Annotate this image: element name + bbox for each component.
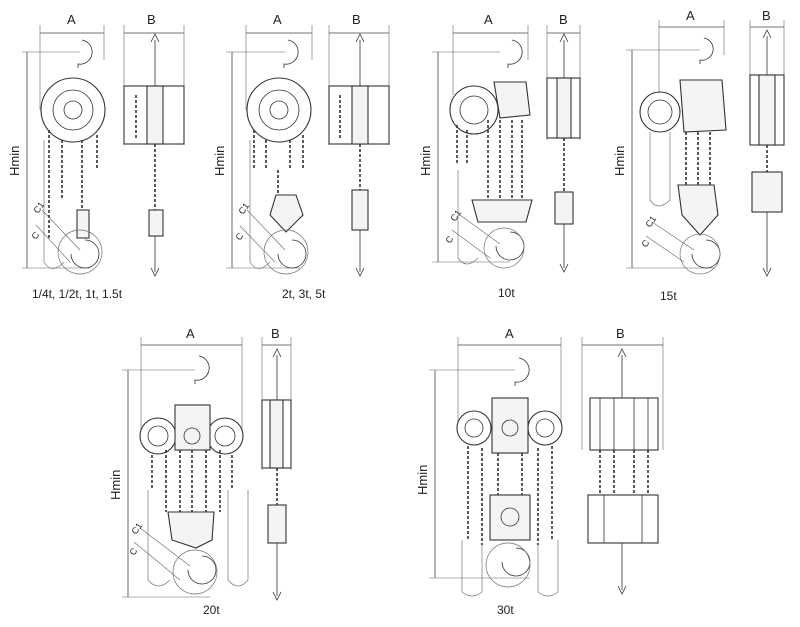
figure-4-dim-c: C bbox=[639, 238, 651, 249]
figure-6-dim-b: B bbox=[616, 326, 625, 341]
figure-4-dim-a: A bbox=[686, 8, 695, 23]
figure-2-dim-b: B bbox=[352, 12, 361, 27]
figure-3-dim-c: C bbox=[443, 234, 455, 245]
figure-5-dim-a: A bbox=[186, 326, 195, 341]
figure-6-gear-body bbox=[491, 397, 529, 454]
figure-2-hoist: A Hmin C1 C B 2t, 3t, 5t bbox=[212, 12, 390, 301]
figure-6-hand-wheel-right bbox=[527, 410, 563, 446]
figure-4-hoist: A Hmin C1 C B 15t bbox=[612, 8, 785, 303]
figure-6-side-bottom-block bbox=[587, 494, 659, 544]
figure-1-dim-hmin: Hmin bbox=[7, 146, 22, 176]
figure-5-hand-wheel-right bbox=[206, 417, 244, 455]
figure-3-dim-b: B bbox=[559, 12, 568, 27]
figure-2-top-hook bbox=[283, 39, 299, 68]
figure-2-dim-a: A bbox=[273, 12, 282, 27]
figure-5-bottom-block bbox=[167, 511, 215, 549]
figure-4-hand-wheel bbox=[639, 91, 681, 133]
figure-2-bottom-hook bbox=[277, 239, 307, 269]
figure-4-bottom-block bbox=[677, 184, 719, 236]
figure-4-dim-b: B bbox=[762, 8, 771, 23]
figure-2-dim-c1: C1 bbox=[236, 201, 251, 216]
figure-3-hand-wheel bbox=[449, 85, 499, 135]
figure-2-hand-wheel bbox=[246, 77, 312, 143]
figure-5-top-hook bbox=[194, 355, 210, 384]
figure-2-caption: 2t, 3t, 5t bbox=[282, 287, 326, 301]
figure-4-dim-c1: C1 bbox=[643, 214, 658, 229]
figure-5-dim-c: C bbox=[127, 546, 139, 557]
figure-4-bottom-hook bbox=[691, 239, 721, 269]
figure-2-dim-c: C bbox=[233, 231, 245, 242]
figure-1-bottom-hook bbox=[70, 239, 100, 269]
figure-4-gear-body bbox=[679, 79, 727, 133]
figure-3-gear-body bbox=[493, 81, 531, 119]
figure-5-dim-hmin: Hmin bbox=[108, 470, 123, 500]
figure-2-dim-hmin: Hmin bbox=[212, 146, 227, 176]
figure-6-hand-wheel-left bbox=[456, 410, 492, 446]
figure-5-caption: 20t bbox=[203, 603, 220, 617]
figure-3-bottom-hook bbox=[495, 231, 525, 261]
figure-5-gear-body bbox=[174, 404, 211, 451]
figure-1-dim-a: A bbox=[67, 12, 76, 27]
figure-1-hand-wheel bbox=[40, 77, 106, 143]
figure-6-side-body bbox=[589, 397, 659, 451]
figure-6-caption: 30t bbox=[497, 603, 514, 617]
figure-5-dim-b: B bbox=[271, 326, 280, 341]
figure-3-bottom-block bbox=[471, 199, 533, 223]
figure-6-dim-a: A bbox=[505, 326, 514, 341]
figure-1-hoist: A Hmin C1 C B bbox=[7, 12, 185, 301]
figure-4-top-hook bbox=[699, 37, 714, 64]
figure-3-caption: 10t bbox=[498, 286, 515, 300]
figure-1-caption: 1/4t, 1/2t, 1t, 1.5t bbox=[32, 287, 123, 301]
figure-1-dim-b: B bbox=[147, 12, 156, 27]
figure-5-hoist: A Hmin C1 C B bbox=[108, 326, 292, 617]
figure-6-dim-hmin: Hmin bbox=[415, 465, 430, 495]
figure-6-top-hook bbox=[514, 357, 530, 386]
figure-5-hand-wheel-left bbox=[139, 417, 177, 455]
figure-2-bottom-block bbox=[269, 194, 304, 233]
figure-1-top-hook bbox=[77, 39, 93, 68]
figure-5-bottom-hook bbox=[187, 555, 217, 585]
figure-3-hoist: A Hmin C1 C B 10t bbox=[418, 12, 581, 300]
figure-1-dim-c: C bbox=[29, 230, 41, 241]
figure-6-hoist: A Hmin B bbox=[415, 326, 664, 617]
figure-3-top-hook bbox=[507, 39, 523, 68]
figure-4-caption: 15t bbox=[660, 289, 677, 303]
figure-3-dim-a: A bbox=[484, 12, 493, 27]
figure-6-bottom-block bbox=[489, 494, 531, 541]
figure-5-dim-c1: C1 bbox=[129, 521, 144, 536]
figure-3-dim-c1: C1 bbox=[448, 208, 463, 223]
figure-3-dim-hmin: Hmin bbox=[418, 146, 433, 176]
figure-4-dim-hmin: Hmin bbox=[612, 146, 627, 176]
